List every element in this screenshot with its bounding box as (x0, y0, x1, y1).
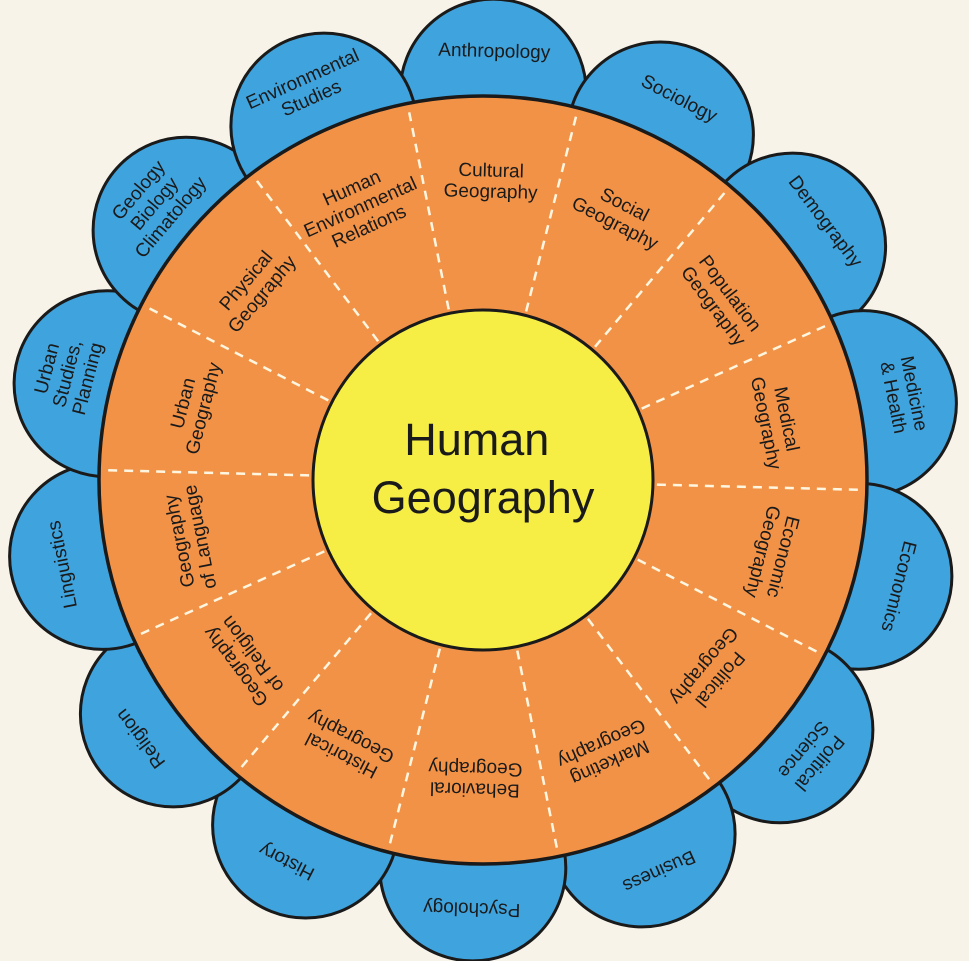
sector-divider-7 (516, 650, 560, 853)
discipline-label-1: Anthropology (438, 40, 551, 64)
sector-divider-1 (524, 111, 579, 312)
center-title: Human Geography (372, 414, 595, 523)
sector-divider-12 (144, 305, 329, 402)
sector-divider-10 (135, 550, 325, 638)
sector-divider-5 (637, 558, 822, 655)
sector-divider-8 (387, 648, 442, 849)
center-title-line-2: Geography (372, 472, 595, 523)
sector-divider-3 (641, 322, 831, 410)
subfield-label-1: CulturalGeography (443, 159, 539, 203)
discipline-label-13: GeologyBiologyClimatology (99, 146, 211, 263)
subfield-label-8-line-2: Geography (428, 756, 523, 779)
discipline-label-8: Psychology (422, 897, 520, 921)
sector-dividers (103, 107, 863, 853)
center-title-line-1: Human (404, 414, 549, 465)
subfield-label-8: BehavioralGeography (427, 756, 523, 800)
sector-divider-6 (586, 618, 714, 784)
subfield-label-1-line-2: Geography (443, 180, 538, 203)
sector-divider-4 (656, 483, 863, 492)
sector-divider-13 (252, 176, 380, 342)
subfield-label-1-line-1: Cultural (458, 160, 524, 183)
sector-divider-9 (237, 612, 372, 772)
discipline-label-8-line-1: Psychology (422, 897, 520, 921)
subfield-label-8-line-1: Behavioral (430, 777, 520, 800)
discipline-label-1-line-1: Anthropology (438, 40, 551, 64)
sector-divider-2 (594, 188, 729, 348)
center-hub (311, 308, 655, 652)
sector-divider-11 (103, 468, 310, 477)
sector-divider-14 (406, 107, 450, 310)
